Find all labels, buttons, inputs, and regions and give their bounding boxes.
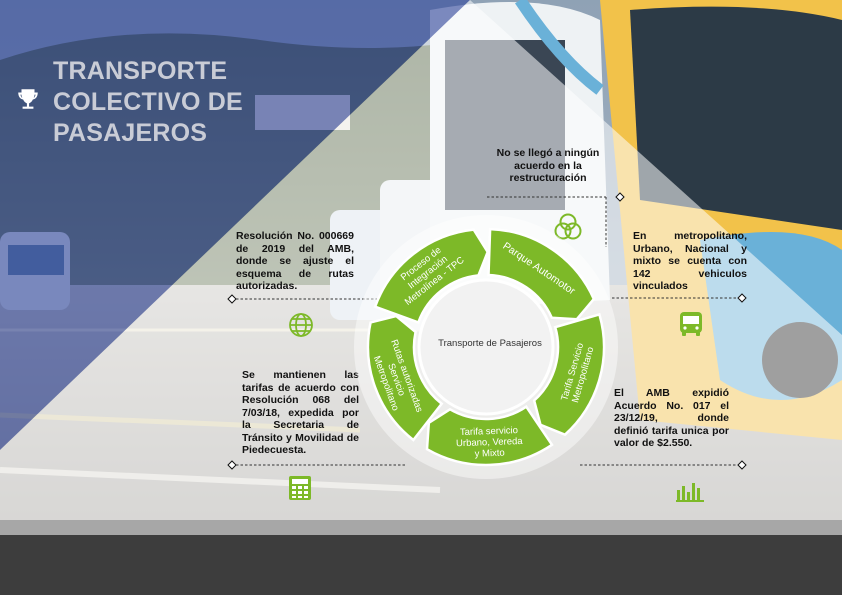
connector-diamond — [737, 460, 747, 470]
connector-diamond — [615, 192, 625, 202]
page-title: TRANSPORTE COLECTIVO DE PASAJEROS — [53, 57, 243, 147]
note-lower-left: Se mantienen las tarifas de acuerdo con … — [242, 369, 359, 456]
trophy-icon — [18, 89, 38, 109]
cycle-segment — [373, 228, 490, 324]
cycle-segment-label: Tarifa servicioUrbano, Vereday Mixto — [456, 425, 524, 460]
connector-diamond — [227, 460, 237, 470]
cycle-center-label: Transporte de Pasajeros — [438, 338, 542, 349]
note-top: No se llegó a ningún acuerdo en la restr… — [496, 147, 600, 184]
calculator-icon — [289, 476, 311, 500]
bar-chart-icon — [676, 483, 704, 502]
cycle-segment — [425, 404, 554, 467]
bus-icon — [680, 312, 702, 336]
note-upper-left: Resolución No. 000669 de 2019 del AMB, d… — [236, 230, 354, 292]
connector-diamond — [227, 294, 237, 304]
cycle-segment — [366, 314, 444, 442]
cycle-segment — [487, 227, 596, 321]
connector-diamond — [737, 293, 747, 303]
cycle-segment — [532, 312, 606, 437]
note-upper-right: En metropolitano, Urbano, Nacional y mix… — [633, 230, 747, 292]
venn-circles-icon — [554, 213, 582, 240]
globe-icon — [289, 313, 313, 337]
note-lower-right: El AMB expidió Acuerdo No. 017 el 23/12/… — [614, 387, 729, 449]
cycle-center-circle — [417, 278, 555, 416]
